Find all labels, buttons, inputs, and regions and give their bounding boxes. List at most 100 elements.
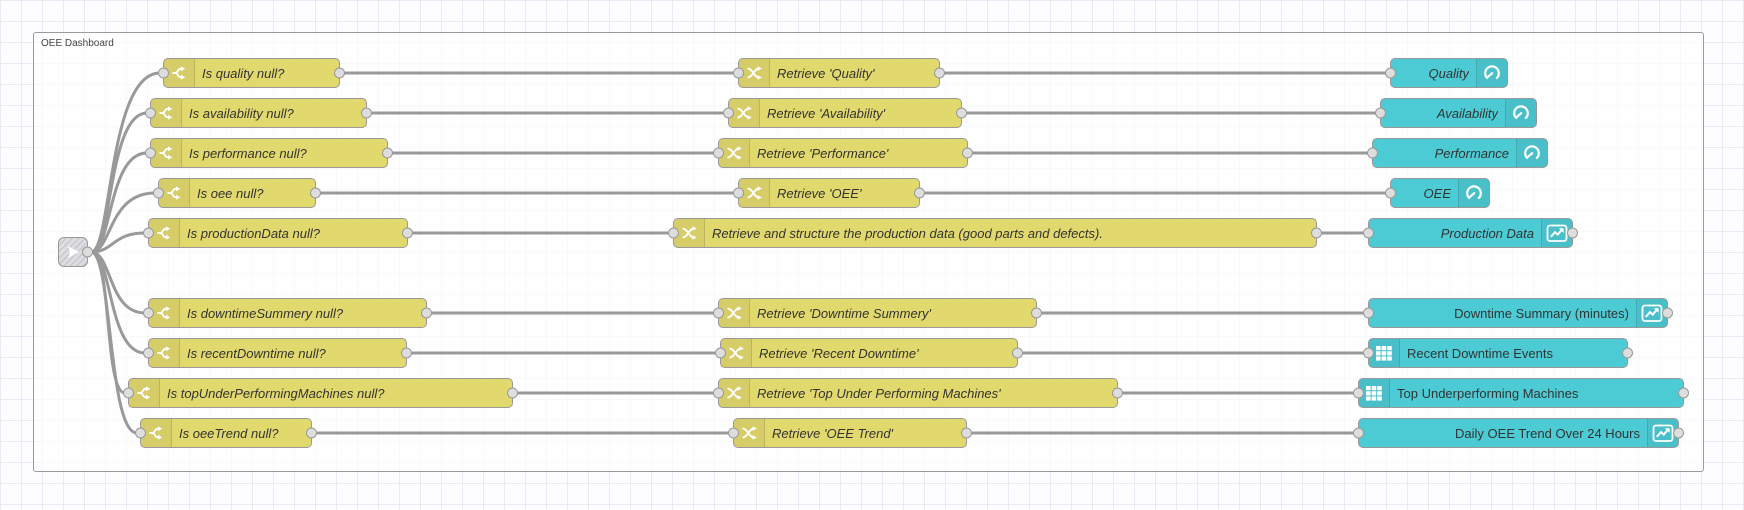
node-gauge-availability[interactable]: Availability — [1375, 98, 1537, 128]
node-table-recent-downtime[interactable]: Recent Downtime Events — [1363, 338, 1633, 368]
switch-icon — [151, 99, 182, 127]
node-chart-daily-oee-trend[interactable]: Daily OEE Trend Over 24 Hours — [1353, 418, 1684, 448]
gauge-icon — [1516, 139, 1547, 167]
output-port[interactable] — [82, 246, 93, 258]
node-link-in[interactable] — [58, 237, 93, 267]
node-change-retrieve-oee[interactable]: Retrieve 'OEE' — [733, 178, 925, 208]
change-icon — [721, 339, 752, 367]
node-change-retrieve-availability[interactable]: Retrieve 'Availability' — [723, 98, 967, 128]
input-port[interactable] — [1363, 347, 1374, 359]
node-change-retrieve-recent-downtime[interactable]: Retrieve 'Recent Downtime' — [715, 338, 1023, 368]
input-port[interactable] — [135, 427, 146, 439]
input-port[interactable] — [713, 387, 724, 399]
node-label: Is quality null? — [202, 65, 285, 81]
input-port[interactable] — [713, 307, 724, 319]
node-switch-oee[interactable]: Is oee null? — [153, 178, 321, 208]
input-port[interactable] — [1353, 427, 1364, 439]
input-port[interactable] — [1367, 147, 1378, 159]
node-switch-production-data[interactable]: Is productionData null? — [143, 218, 413, 248]
input-port[interactable] — [1353, 387, 1364, 399]
node-switch-availability[interactable]: Is availability null? — [145, 98, 372, 128]
input-port[interactable] — [143, 347, 154, 359]
output-port[interactable] — [507, 387, 518, 399]
node-table-top-underperforming[interactable]: Top Underperforming Machines — [1353, 378, 1689, 408]
input-port[interactable] — [733, 187, 744, 199]
node-label: Production Data — [1440, 225, 1534, 241]
input-port[interactable] — [145, 107, 156, 119]
output-port[interactable] — [382, 147, 393, 159]
output-port[interactable] — [1567, 227, 1578, 239]
node-gauge-quality[interactable]: Quality — [1385, 58, 1508, 88]
input-port[interactable] — [145, 147, 156, 159]
input-port[interactable] — [723, 107, 734, 119]
node-label: Is productionData null? — [187, 225, 320, 241]
output-port[interactable] — [1622, 347, 1633, 359]
node-label: Retrieve 'Top Under Performing Machines' — [757, 385, 1001, 401]
switch-icon — [141, 419, 172, 447]
wire[interactable] — [89, 231, 147, 254]
input-port[interactable] — [1375, 107, 1386, 119]
input-port[interactable] — [153, 187, 164, 199]
input-port[interactable] — [123, 387, 134, 399]
output-port[interactable] — [421, 307, 432, 319]
node-label: Is performance null? — [189, 145, 307, 161]
node-switch-performance[interactable]: Is performance null? — [145, 138, 393, 168]
output-port[interactable] — [1311, 227, 1322, 239]
node-change-retrieve-downtime-summary[interactable]: Retrieve 'Downtime Summery' — [713, 298, 1042, 328]
output-port[interactable] — [1112, 387, 1123, 399]
node-switch-downtime-summary[interactable]: Is downtimeSummery null? — [143, 298, 432, 328]
node-gauge-performance[interactable]: Performance — [1367, 138, 1548, 168]
table-icon — [1369, 339, 1400, 367]
output-port[interactable] — [962, 147, 973, 159]
output-port[interactable] — [334, 67, 345, 79]
input-port[interactable] — [668, 227, 679, 239]
node-switch-top-underperforming[interactable]: Is topUnderPerformingMachines null? — [123, 378, 518, 408]
wire[interactable] — [89, 191, 157, 254]
change-icon — [719, 299, 750, 327]
output-port[interactable] — [1031, 307, 1042, 319]
output-port[interactable] — [306, 427, 317, 439]
node-label: Daily OEE Trend Over 24 Hours — [1455, 425, 1640, 441]
node-gauge-oee[interactable]: OEE — [1385, 178, 1490, 208]
node-change-retrieve-performance[interactable]: Retrieve 'Performance' — [713, 138, 973, 168]
input-port[interactable] — [1363, 307, 1374, 319]
input-port[interactable] — [1385, 67, 1396, 79]
node-chart-downtime-summary[interactable]: Downtime Summary (minutes) — [1363, 298, 1673, 328]
output-port[interactable] — [361, 107, 372, 119]
input-port[interactable] — [1385, 187, 1396, 199]
input-port[interactable] — [143, 307, 154, 319]
output-port[interactable] — [934, 67, 945, 79]
input-port[interactable] — [728, 427, 739, 439]
input-port[interactable] — [713, 147, 724, 159]
output-port[interactable] — [914, 187, 925, 199]
node-change-retrieve-production-data[interactable]: Retrieve and structure the production da… — [668, 218, 1322, 248]
node-switch-oee-trend[interactable]: Is oeeTrend null? — [135, 418, 317, 448]
input-port[interactable] — [715, 347, 726, 359]
output-port[interactable] — [956, 107, 967, 119]
output-port[interactable] — [961, 427, 972, 439]
change-icon — [739, 179, 770, 207]
output-port[interactable] — [1662, 307, 1673, 319]
output-port[interactable] — [1678, 387, 1689, 399]
node-label: Retrieve and structure the production da… — [712, 225, 1103, 241]
input-port[interactable] — [1363, 227, 1374, 239]
node-switch-quality[interactable]: Is quality null? — [158, 58, 345, 88]
output-port[interactable] — [1012, 347, 1023, 359]
wire[interactable] — [89, 250, 139, 435]
output-port[interactable] — [401, 347, 412, 359]
input-port[interactable] — [733, 67, 744, 79]
output-port[interactable] — [310, 187, 321, 199]
node-switch-recent-downtime[interactable]: Is recentDowntime null? — [143, 338, 412, 368]
node-label: Downtime Summary (minutes) — [1454, 305, 1629, 321]
node-change-retrieve-oee-trend[interactable]: Retrieve 'OEE Trend' — [728, 418, 972, 448]
switch-icon — [129, 379, 160, 407]
node-chart-production-data[interactable]: Production Data — [1363, 218, 1578, 248]
node-change-retrieve-quality[interactable]: Retrieve 'Quality' — [733, 58, 945, 88]
input-port[interactable] — [158, 67, 169, 79]
output-port[interactable] — [1673, 427, 1684, 439]
node-label: Is recentDowntime null? — [187, 345, 326, 361]
output-port[interactable] — [402, 227, 413, 239]
node-change-retrieve-top-underperforming[interactable]: Retrieve 'Top Under Performing Machines' — [713, 378, 1123, 408]
input-port[interactable] — [143, 227, 154, 239]
